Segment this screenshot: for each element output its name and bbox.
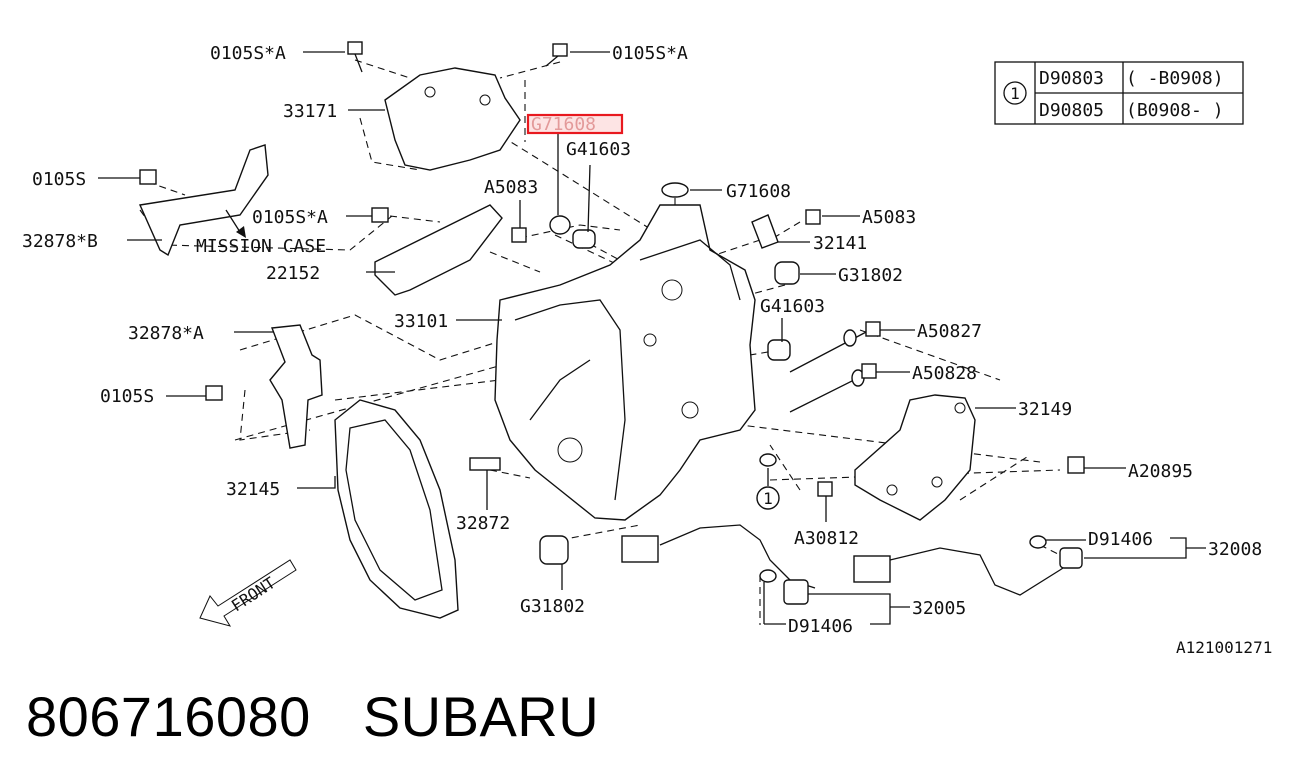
seal-g41603-right-shape [767,339,791,361]
label-32008: 32008 [1208,539,1262,560]
wire-32005-shape [659,524,816,589]
wire-32008-shape [889,547,1076,596]
label-0105s-a-top-left: 0105S*A [210,43,286,64]
legend-row-1-range: ( -B0908) [1126,68,1224,89]
label-0105s-a-top-right: 0105S*A [612,43,688,64]
connector-32008-shape [853,555,891,583]
label-22152: 22152 [266,263,320,284]
highlight-box [526,113,624,135]
label-a50828: A50828 [912,363,977,384]
label-32878-a: 32878*A [128,323,204,344]
legend-callout: 1 [1010,84,1020,103]
front-arrow: FRONT [199,559,297,627]
bracket-32878b-shape [138,144,269,257]
label-highlighted-part[interactable]: G71608 [531,114,596,135]
label-a20895: A20895 [1128,461,1193,482]
label-mission-case: MISSION CASE [196,236,326,257]
mission-case-arrow-head [236,226,246,238]
mission-case-arrow-line [225,209,241,233]
footer-brand: SUBARU [362,685,600,748]
bolt-top-right [545,43,568,67]
callout-1-circle [756,486,780,510]
label-g41603-top: G41603 [566,139,631,160]
footer-caption: 806716080 SUBARU [26,684,651,749]
label-a5083-right: A5083 [862,207,916,228]
washer-g71608-shape [661,182,689,198]
gasket-32145-shape [334,399,459,619]
label-g71608-washer: G71608 [726,181,791,202]
bushing-g31802-right-shape [774,261,800,285]
footer-part-number: 806716080 [26,685,311,748]
callout-1-label: 1 [763,489,773,508]
bracket-33171-shape [384,67,521,171]
bolt-top-left [347,41,363,73]
legend-row-1-part: D90803 [1039,68,1104,89]
plate-22152-shape [374,204,503,296]
label-33101: 33101 [394,311,448,332]
label-0105s-left: 0105S [32,169,86,190]
label-0105s-lower: 0105S [100,386,154,407]
label-g31802-bottom: G31802 [520,596,585,617]
bushing-top-shape [572,229,596,249]
bracket-32878a-shape [269,324,323,449]
label-32145: 32145 [226,479,280,500]
label-32872: 32872 [456,513,510,534]
label-32141: 32141 [813,233,867,254]
connector-32005-shape [621,535,659,563]
label-32149: 32149 [1018,399,1072,420]
label-32005: 32005 [912,598,966,619]
label-32878-b: 32878*B [22,231,98,252]
label-d91406-bottom: D91406 [788,616,853,637]
legend-row-2-part: D90805 [1039,100,1104,121]
legend-row-2-range: (B0908- ) [1126,100,1224,121]
leader-lines [98,51,1206,625]
label-d91406-right: D91406 [1088,529,1153,550]
label-a5083-left: A5083 [484,177,538,198]
seal-g41603-shape [549,215,571,235]
gasket-32141-shape [751,214,779,249]
label-g31802-right: G31802 [838,265,903,286]
front-label: FRONT [228,573,279,615]
long-bolt-a50827-shape [789,329,871,373]
label-g41603-right: G41603 [760,296,825,317]
legend-table: 1 D90803 ( -B0908) D90805 (B0908- ) [994,61,1244,125]
label-a30812: A30812 [794,528,859,549]
label-diagram-code: A121001271 [1176,638,1272,657]
magnet-32872-shape [469,457,501,471]
bushing-g31802-bottom-shape [539,535,569,565]
label-0105s-a-mid: 0105S*A [252,207,328,228]
cover-32149-shape [854,394,976,521]
part-labels: 0105S*A 0105S*A 33171 G71608 G41603 0105… [22,43,1272,657]
case-33101-shape [494,204,756,521]
label-33171: 33171 [283,101,337,122]
label-a50827: A50827 [917,321,982,342]
